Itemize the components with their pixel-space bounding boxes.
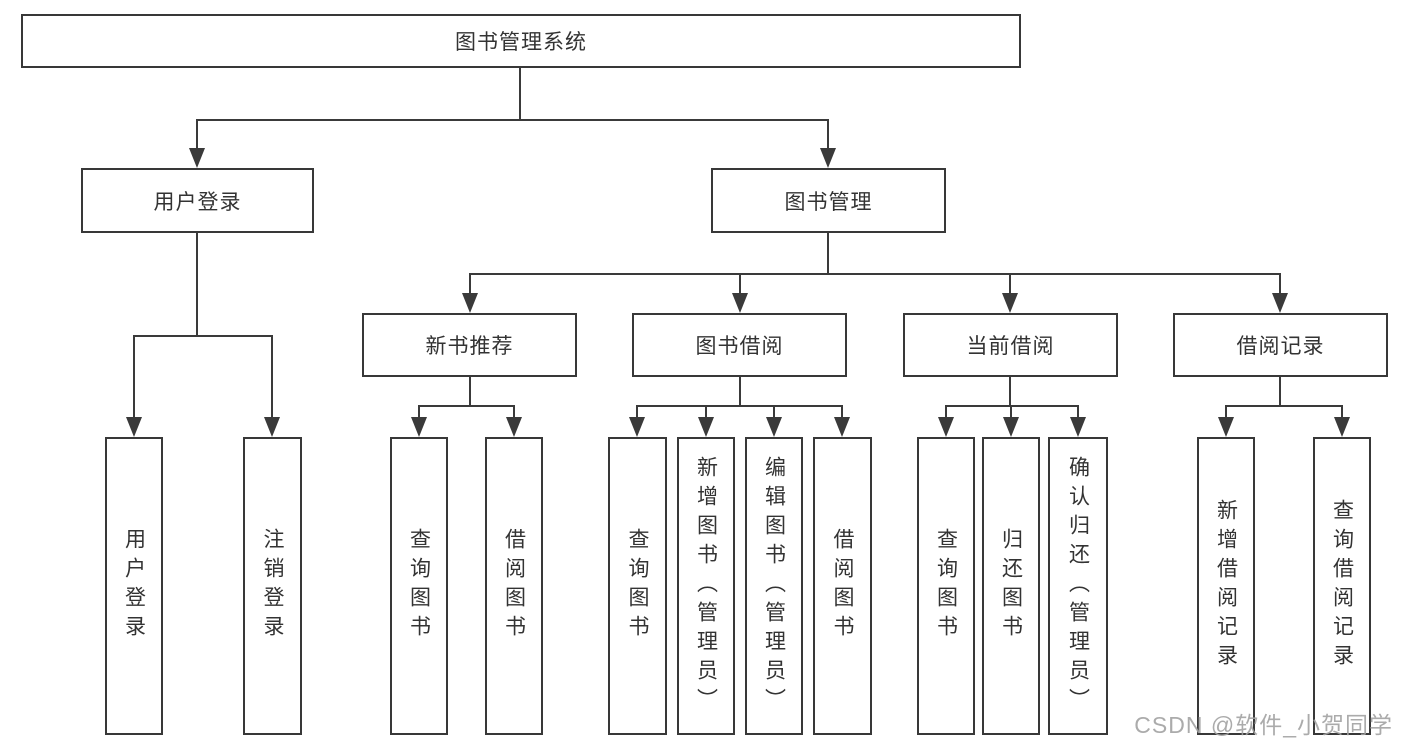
node-current-borrowing: 当前借阅 xyxy=(903,313,1118,377)
connector-line xyxy=(945,405,1079,407)
leaf-edit-books-admin: 编辑图书（管理员） xyxy=(745,437,803,735)
node-label: 用户登录 xyxy=(153,190,242,214)
connector-line xyxy=(469,377,471,406)
node-label: 新增借阅记录 xyxy=(1214,499,1238,673)
leaf-add-books-admin: 新增图书（管理员） xyxy=(677,437,735,735)
node-label: 图书管理系统 xyxy=(455,31,587,54)
arrow-down-icon xyxy=(698,417,714,437)
leaf-borrow-books-borrowing: 借阅图书 xyxy=(813,437,872,735)
node-label: 确认归还（管理员） xyxy=(1066,455,1090,717)
connector-line xyxy=(469,273,1281,275)
connector-line xyxy=(636,405,638,419)
arrow-down-icon xyxy=(506,417,522,437)
node-label: 图书管理 xyxy=(784,190,873,214)
node-label: 查询图书 xyxy=(626,528,649,644)
node-label: 借阅图书 xyxy=(831,528,854,644)
node-label: 借阅图书 xyxy=(502,528,526,644)
node-label: 图书借阅 xyxy=(695,335,784,358)
leaf-borrow-books-recommend: 借阅图书 xyxy=(485,437,543,735)
node-library-management-system: 图书管理系统 xyxy=(21,14,1021,68)
leaf-confirm-return-admin: 确认归还（管理员） xyxy=(1048,437,1108,735)
connector-line xyxy=(271,335,273,419)
connector-line xyxy=(196,119,829,121)
connector-line xyxy=(519,68,521,121)
node-label: 当前借阅 xyxy=(966,335,1055,358)
arrow-down-icon xyxy=(189,148,205,168)
leaf-query-books-borrowing: 查询图书 xyxy=(608,437,667,735)
connector-line xyxy=(705,405,707,419)
arrow-down-icon xyxy=(1003,417,1019,437)
arrow-down-icon xyxy=(126,417,142,437)
leaf-user-login: 用户登录 xyxy=(105,437,163,735)
node-label: 借阅记录 xyxy=(1236,335,1325,358)
node-label: 查询借阅记录 xyxy=(1330,499,1354,673)
connector-line xyxy=(1077,405,1079,419)
connector-line xyxy=(1279,273,1281,295)
connector-line xyxy=(1225,405,1227,419)
node-label: 新增图书（管理员） xyxy=(694,455,718,717)
connector-line xyxy=(739,273,741,295)
connector-line xyxy=(1279,377,1281,406)
connector-line xyxy=(739,377,741,406)
leaf-return-books: 归还图书 xyxy=(982,437,1040,735)
leaf-query-borrow-record: 查询借阅记录 xyxy=(1313,437,1371,735)
node-label: 新书推荐 xyxy=(425,335,514,358)
arrow-down-icon xyxy=(462,293,478,313)
arrow-down-icon xyxy=(629,417,645,437)
connector-line xyxy=(1010,405,1012,419)
connector-line xyxy=(945,405,947,419)
leaf-add-borrow-record: 新增借阅记录 xyxy=(1197,437,1255,735)
node-label: 用户登录 xyxy=(122,528,146,644)
arrow-down-icon xyxy=(1272,293,1288,313)
connector-line xyxy=(513,405,515,419)
arrow-down-icon xyxy=(264,417,280,437)
connector-line xyxy=(133,335,135,419)
leaf-query-books-current: 查询图书 xyxy=(917,437,975,735)
arrow-down-icon xyxy=(820,148,836,168)
arrow-down-icon xyxy=(1070,417,1086,437)
arrow-down-icon xyxy=(732,293,748,313)
connector-line xyxy=(1341,405,1343,419)
connector-line xyxy=(418,405,515,407)
leaf-logout: 注销登录 xyxy=(243,437,302,735)
node-book-borrowing: 图书借阅 xyxy=(632,313,847,377)
csdn-watermark: CSDN @软件_小贺同学 xyxy=(1134,712,1393,738)
node-borrowing-records: 借阅记录 xyxy=(1173,313,1388,377)
node-label: 归还图书 xyxy=(999,528,1023,644)
connector-line xyxy=(827,232,829,275)
connector-line xyxy=(827,119,829,150)
arrow-down-icon xyxy=(938,417,954,437)
connector-line xyxy=(1225,405,1343,407)
node-book-management: 图书管理 xyxy=(711,168,946,233)
arrow-down-icon xyxy=(766,417,782,437)
connector-line xyxy=(469,273,471,295)
connector-line xyxy=(636,405,843,407)
arrow-down-icon xyxy=(411,417,427,437)
node-label: 注销登录 xyxy=(261,528,284,644)
leaf-query-books-recommend: 查询图书 xyxy=(390,437,448,735)
connector-line xyxy=(418,405,420,419)
connector-line xyxy=(1009,273,1011,295)
node-label: 查询图书 xyxy=(934,528,958,644)
arrow-down-icon xyxy=(1334,417,1350,437)
node-user-login: 用户登录 xyxy=(81,168,314,233)
arrow-down-icon xyxy=(1002,293,1018,313)
arrow-down-icon xyxy=(834,417,850,437)
node-label: 查询图书 xyxy=(407,528,431,644)
connector-line xyxy=(196,232,198,337)
connector-line xyxy=(133,335,273,337)
connector-line xyxy=(841,405,843,419)
node-new-book-recommendation: 新书推荐 xyxy=(362,313,577,377)
connector-line xyxy=(196,119,198,150)
node-label: 编辑图书（管理员） xyxy=(762,455,786,717)
connector-line xyxy=(1009,377,1011,406)
arrow-down-icon xyxy=(1218,417,1234,437)
connector-line xyxy=(773,405,775,419)
